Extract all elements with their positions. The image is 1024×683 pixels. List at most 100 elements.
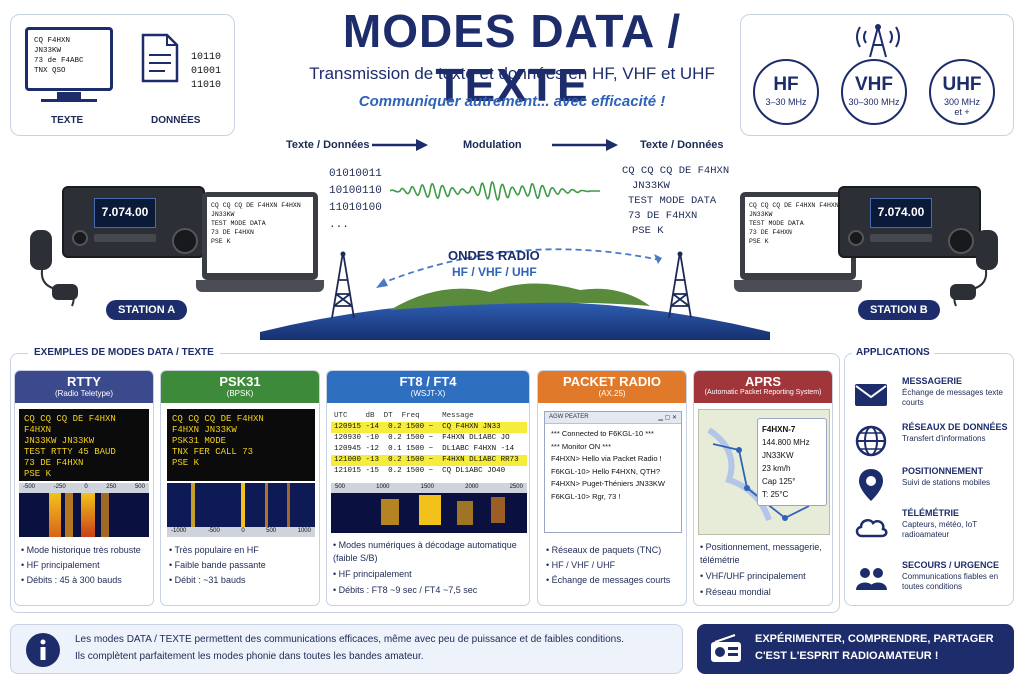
map-pin-icon (859, 469, 883, 501)
radio-icon (711, 634, 741, 662)
axis-tick: -250 (53, 484, 66, 490)
cta-banner: EXPÉRIMENTER, COMPRENDRE, PARTAGER C'EST… (697, 624, 1014, 674)
tower-left-icon (331, 251, 355, 319)
packet-line: *** Monitor ON *** (551, 441, 612, 451)
axis-tick: 500 (266, 528, 277, 534)
transceiver-b: 7.074.00 (838, 186, 981, 258)
mode-sub: (BPSK) (226, 389, 254, 398)
document-icon (141, 33, 179, 83)
text-line: JN33KW (34, 47, 62, 55)
app-desc: Échange de messages texte courts (902, 388, 1003, 407)
arrow-right-icon (552, 139, 618, 151)
term-line: JN33KW JN33KW (24, 436, 95, 446)
cell: 121000 (334, 456, 362, 464)
band-range: 3–30 MHz (765, 97, 807, 107)
popup-line: F4HXN-7 (762, 425, 796, 434)
cell: CQ F4HXN JN33 (442, 423, 501, 431)
app-desc: Communications fiables en toutes conditi… (902, 572, 999, 591)
mode-name: PSK31 (219, 374, 261, 389)
screen-line: CQ CQ CQ DE F4HXN F4HXN (211, 202, 301, 209)
cell: 0.2 (388, 456, 402, 464)
axis-tick: 2000 (465, 484, 479, 490)
info-banner: Les modes DATA / TEXTE permettent des co… (10, 624, 683, 674)
term-line: TNX FER CALL 73 (172, 447, 254, 457)
microphone-icon (30, 230, 78, 307)
axis-tick: 1000 (297, 528, 311, 534)
page-subtitle: Transmission de texte et données en HF, … (309, 64, 715, 83)
screen-line: JN33KW (749, 211, 773, 218)
mode-sub: (Automatic Packet Reporting System) (704, 389, 822, 396)
cell: 121015 (334, 467, 362, 475)
mode-name: RTTY (67, 374, 101, 389)
cell: -15 (365, 467, 380, 475)
arrow-right-icon (372, 139, 428, 151)
app-desc: Suivi de stations mobiles (902, 478, 991, 487)
info-line-1: Les modes DATA / TEXTE permettent des co… (75, 634, 624, 645)
screen-line: CQ CQ CQ DE F4HXN F4HXN (749, 202, 839, 209)
cell: DL1ABC F4HXN -14 (442, 445, 515, 453)
cell: 1500 ~ (406, 445, 434, 453)
laptop-a: CQ CQ CQ DE F4HXN F4HXN JN33KW TEST MODE… (196, 192, 324, 296)
cell: 1500 ~ (406, 467, 434, 475)
microphone-icon (950, 230, 998, 307)
table-header: UTC dB DT Freq Message (331, 411, 527, 422)
app-title: SECOURS / URGENCE (902, 560, 1000, 570)
app-title: POSITIONNEMENT (902, 466, 984, 476)
table-row[interactable]: 120930 -10 0.2 1500 ~ F4HXN DL1ABC JO (331, 433, 527, 444)
col-header: Freq (401, 412, 420, 420)
flow-output-label: Texte / Données (640, 139, 724, 151)
app-desc: Capteurs, météo, IoT radioamateur (902, 520, 977, 539)
bullet: Réseau mondial (700, 586, 832, 599)
cell: CQ DL1ABC JO40 (442, 467, 506, 475)
popup-line: 23 km/h (762, 464, 791, 473)
laptop-b: CQ CQ CQ DE F4HXN F4HXN JN33KW TEST MODE… (734, 192, 862, 296)
mode-name: FT8 / FT4 (399, 374, 457, 389)
cta-line-1: EXPÉRIMENTER, COMPRENDRE, PARTAGER (755, 633, 994, 645)
screen-line: TEST MODE DATA (211, 220, 266, 227)
cell: 120915 (334, 423, 362, 431)
mode-card-ft8: FT8 / FT4(WSJT-X) UTC dB DT Freq Message… (326, 370, 530, 606)
band-range: 30–300 MHz (848, 97, 900, 107)
aprs-map[interactable]: F4HXN-7 144.800 MHz JN33KW 23 km/h Cap 1… (698, 409, 830, 535)
page-title: MODES DATA / TEXTE (342, 5, 682, 111)
table-row[interactable]: 120915 -14 0.2 1500 ~ CQ F4HXN JN33 (331, 422, 527, 433)
freq-display: 7.074.00 (870, 198, 932, 228)
freq-display: 7.074.00 (94, 198, 156, 228)
received-text: CQ CQ CQ DE F4HXN JN33KW TEST MODE DATA … (622, 164, 729, 239)
examples-frame (10, 353, 840, 613)
cell: F4HXN DL1ABC JO (442, 434, 510, 442)
term-line: PSE K (172, 458, 200, 468)
screen-line: 73 DE F4HXN (749, 229, 792, 236)
packet-line: F4HXN> Hello via Packet Radio ! (551, 454, 662, 463)
bullet: Positionnement, messagerie, télémétrie (700, 541, 832, 567)
window-controls-icon[interactable]: ▁ ▢ ✕ (658, 415, 677, 421)
text-line: TNX QSO (34, 67, 66, 75)
bullet: Échange de messages courts (546, 573, 686, 588)
radio-waves-title: ONDES RADIO (448, 248, 540, 263)
cell: 1500 ~ (406, 456, 434, 464)
cell: -12 (365, 445, 380, 453)
bit-line: 11010100 (329, 202, 382, 214)
mode-sub: (WSJT-X) (410, 389, 446, 398)
radio-waves-bands: HF / VHF / UHF (452, 265, 537, 279)
cell: -10 (365, 434, 380, 442)
flow-modulation-label: Modulation (463, 139, 522, 151)
table-row[interactable]: 121000 -13 0.2 1500 ~ F4HXN DL1ABC RR73 (331, 455, 527, 466)
axis-tick: -500 (207, 528, 220, 534)
table-row[interactable]: 121015 -15 0.2 1500 ~ CQ DL1ABC JO40 (331, 466, 527, 477)
bullet: Débits : FT8 ~9 sec / FT4 ~7,5 sec (333, 584, 527, 597)
received-line: CQ CQ CQ DE F4HXN (622, 165, 730, 177)
applications-title: APPLICATIONS (852, 347, 934, 358)
bullet: Très populaire en HF (169, 543, 317, 558)
bullet: Débits : 45 à 300 bauds (21, 573, 151, 588)
screen-line: TEST MODE DATA (749, 220, 804, 227)
info-icon (26, 633, 60, 667)
packet-line: F4HXN> Puget-Théniers JN33KW (551, 479, 666, 488)
bullet: Débit : ~31 bauds (169, 573, 317, 588)
band-vhf: VHF 30–300 MHz (841, 59, 907, 125)
mode-card-rtty: RTTY(Radio Teletype) CQ CQ CQ DE F4HXN F… (14, 370, 154, 606)
table-row[interactable]: 120945 -12 0.1 1500 ~ DL1ABC F4HXN -14 (331, 444, 527, 455)
cell: -14 (365, 423, 380, 431)
